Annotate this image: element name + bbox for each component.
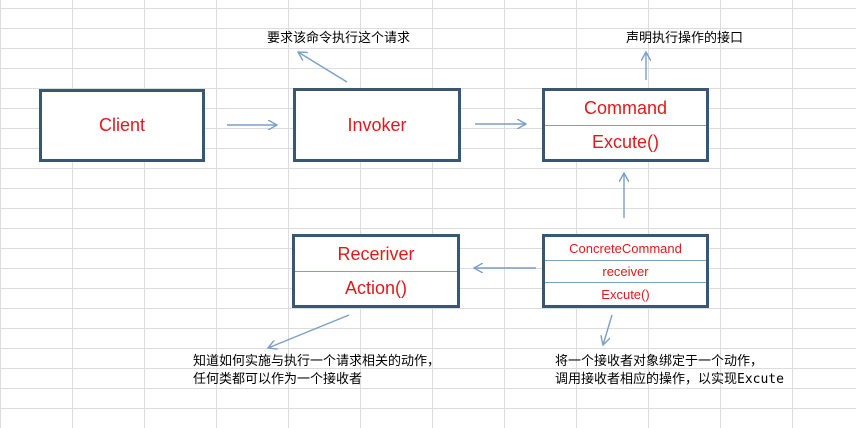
command-box[interactable]: Command Excute() (542, 88, 709, 162)
receiver-box[interactable]: Receriver Action() (292, 234, 460, 308)
invoker-box[interactable]: Invoker (293, 88, 461, 162)
command-method: Excute() (545, 125, 706, 159)
command-note: 声明执行操作的接口 (626, 31, 744, 46)
arrow-concrete-to-note (603, 314, 613, 345)
concrete-command-field: receiver (545, 259, 706, 283)
receiver-method: Action() (295, 271, 457, 305)
receiver-note-line1: 知道如何实施与执行一个请求相关的动作， (193, 354, 441, 369)
receiver-name: Receriver (337, 243, 415, 264)
concrete-command-box[interactable]: ConcreteCommand receiver Excute() (542, 234, 709, 308)
client-label: Client (98, 115, 146, 135)
receiver-note: 知道如何实施与执行一个请求相关的动作， 任何类都可以作为一个接收者 (193, 353, 440, 389)
arrow-invoker-to-note (298, 52, 348, 83)
command-name: Command (583, 97, 668, 118)
client-box[interactable]: Client (39, 89, 205, 162)
invoker-note: 要求该命令执行这个请求 (267, 31, 411, 46)
concrete-note-line1: 将一个接收者对象绑定于一个动作， (555, 354, 764, 369)
receiver-note-line2: 任何类都可以作为一个接收者 (193, 372, 363, 387)
concrete-note-line2: 调用接收者相应的操作，以实现Excute (555, 372, 784, 387)
arrow-receiver-to-note (268, 314, 350, 348)
concrete-command-name: ConcreteCommand (569, 240, 682, 256)
invoker-label: Invoker (347, 114, 407, 135)
concrete-command-method: Excute() (545, 282, 706, 305)
concrete-command-note: 将一个接收者对象绑定于一个动作， 调用接收者相应的操作，以实现Excute (555, 353, 784, 389)
